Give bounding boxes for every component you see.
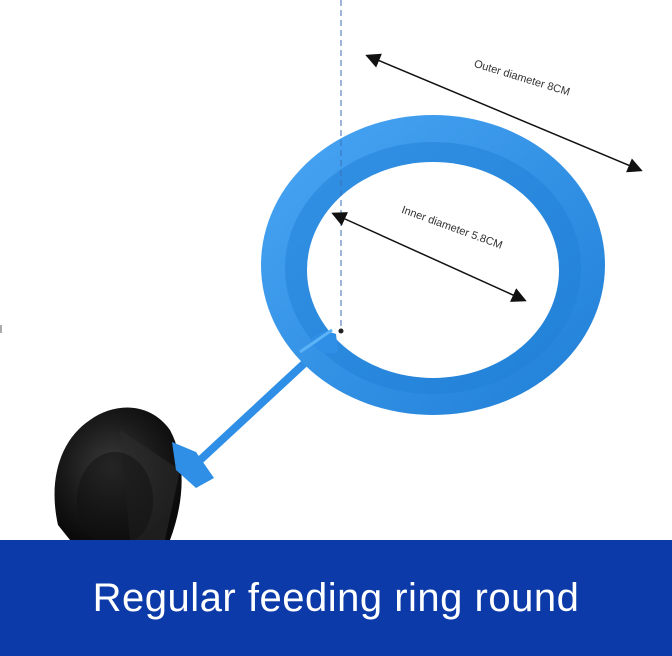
ring-stem bbox=[194, 356, 312, 466]
caption-banner: Regular feeding ring round bbox=[0, 540, 672, 656]
outer-diameter-arrow bbox=[365, 53, 643, 173]
connector-clip bbox=[172, 442, 214, 488]
banner-title: Regular feeding ring round bbox=[92, 575, 580, 620]
feeding-ring-photo bbox=[0, 0, 643, 540]
inner-diameter-arrow bbox=[331, 212, 527, 302]
suction-cup bbox=[54, 407, 182, 540]
